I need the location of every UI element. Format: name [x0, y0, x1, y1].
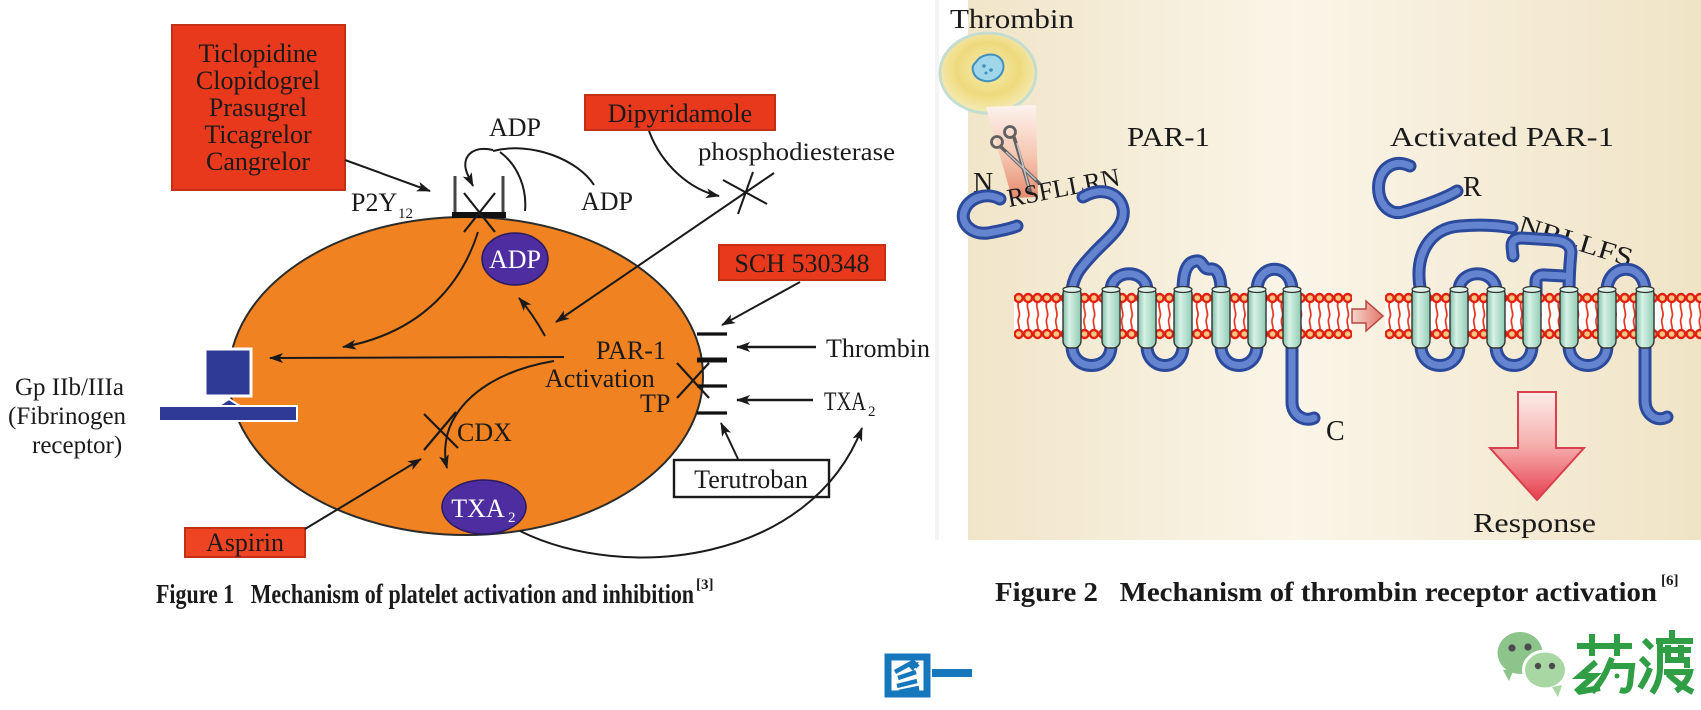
svg-text:Dipyridamole: Dipyridamole — [608, 99, 752, 128]
svg-text:R: R — [1463, 172, 1482, 203]
svg-text:ADP: ADP — [489, 245, 541, 274]
svg-text:Gp IIb/IIIa: Gp IIb/IIIa — [15, 374, 124, 401]
svg-text:TXA: TXA — [824, 387, 866, 416]
svg-text:Figure 1 Mechanism of platel: Figure 1 Mechanism of platelet activatio… — [156, 579, 694, 609]
svg-text:2: 2 — [868, 404, 876, 420]
svg-text:Response: Response — [1473, 508, 1596, 538]
svg-text:Figure 2 Mechanism of thromb: Figure 2 Mechanism of thrombin receptor … — [995, 577, 1657, 607]
svg-text:CDX: CDX — [457, 418, 512, 447]
svg-text:P2Y: P2Y — [351, 188, 397, 217]
svg-text:phosphodiesterase: phosphodiesterase — [698, 139, 895, 166]
svg-text:Activation: Activation — [545, 364, 655, 393]
svg-text:Aspirin: Aspirin — [206, 528, 284, 557]
svg-text:Terutroban: Terutroban — [694, 465, 808, 494]
svg-text:2: 2 — [508, 510, 516, 526]
svg-text:TXA: TXA — [451, 494, 505, 523]
svg-text:[3]: [3] — [696, 577, 714, 593]
svg-text:[6]: [6] — [1661, 573, 1679, 589]
svg-text:SCH 530348: SCH 530348 — [734, 249, 869, 278]
svg-text:Ticlopidine: Ticlopidine — [199, 39, 318, 68]
svg-text:Cangrelor: Cangrelor — [206, 147, 310, 176]
svg-text:Thrombin: Thrombin — [950, 4, 1075, 34]
svg-text:C: C — [1326, 416, 1345, 447]
svg-text:PAR-1: PAR-1 — [596, 336, 666, 365]
svg-text:ADP: ADP — [489, 113, 541, 142]
svg-text:Activated PAR-1: Activated PAR-1 — [1390, 122, 1614, 152]
svg-text:TP: TP — [640, 389, 670, 418]
svg-text:receptor): receptor) — [32, 432, 122, 459]
svg-text:12: 12 — [398, 206, 413, 222]
svg-text:Thrombin: Thrombin — [826, 334, 930, 363]
svg-text:PAR-1: PAR-1 — [1127, 122, 1210, 152]
svg-text:Ticagrelor: Ticagrelor — [204, 120, 312, 149]
svg-text:(Fibrinogen: (Fibrinogen — [8, 403, 127, 430]
svg-text:Prasugrel: Prasugrel — [209, 93, 307, 122]
svg-text:ADP: ADP — [581, 187, 633, 216]
svg-text:Clopidogrel: Clopidogrel — [196, 66, 320, 95]
